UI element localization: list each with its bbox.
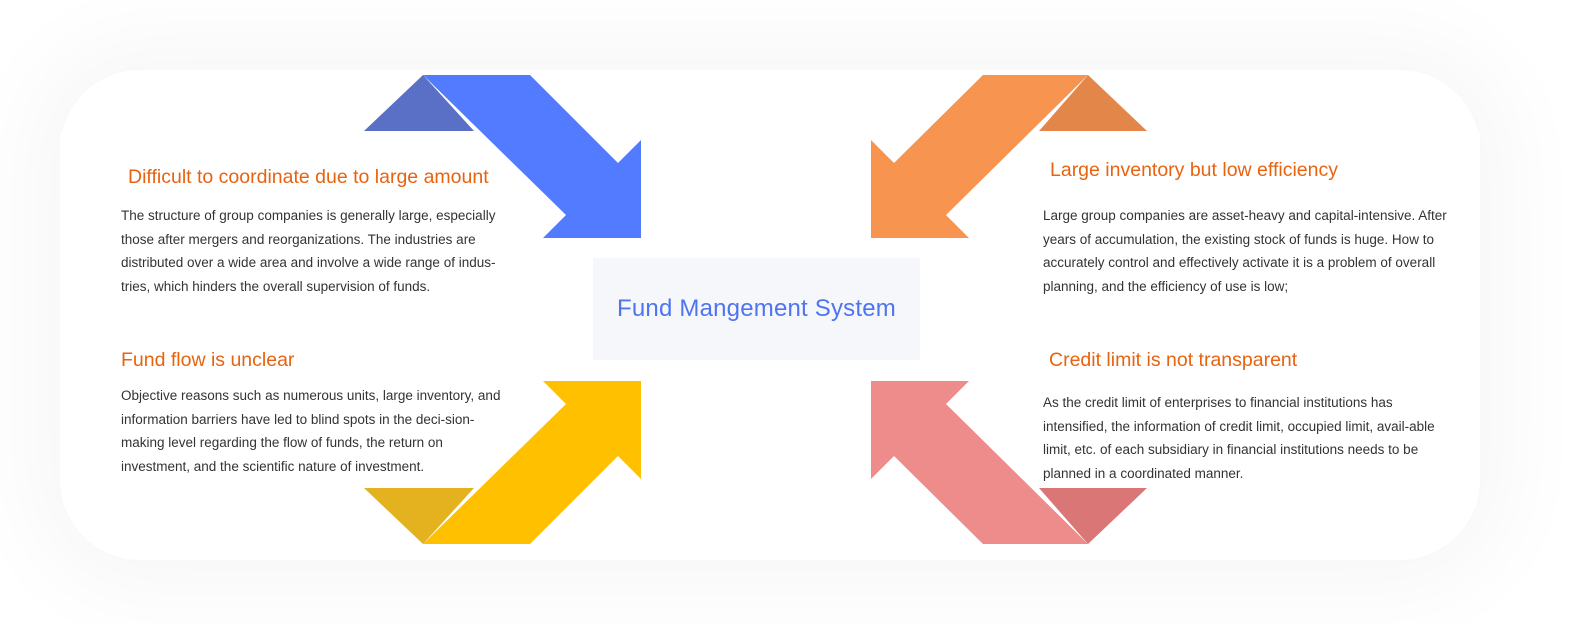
block-title: Credit limit is not transparent (1049, 349, 1298, 371)
arrow-fold (364, 488, 474, 544)
arrow-down-left-icon (871, 75, 1147, 238)
arrow-body (423, 75, 641, 238)
block-title: Difficult to coordinate due to large amo… (128, 166, 489, 188)
block-text: The structure of group companies is gene… (121, 208, 496, 294)
arrow-fold (1039, 488, 1147, 544)
block-text: Large group companies are asset-heavy an… (1043, 208, 1447, 294)
center-box: Fund Mangement System (593, 258, 920, 360)
block-bottom-left: Fund flow is unclear Objective reasons s… (121, 349, 501, 478)
arrow-fold (364, 75, 474, 131)
arrow-body (871, 75, 1088, 238)
arrow-up-left-icon (871, 381, 1147, 544)
block-title: Large inventory but low efficiency (1050, 159, 1338, 181)
arrow-up-right-icon (364, 381, 641, 544)
block-top-right: Large inventory but low efficiency Large… (1043, 159, 1453, 298)
arrow-down-right-icon (364, 75, 641, 238)
block-text: Objective reasons such as numerous units… (121, 388, 501, 474)
block-text: As the credit limit of enterprises to fi… (1043, 395, 1435, 481)
block-top-left: Difficult to coordinate due to large amo… (121, 166, 521, 298)
arrow-body (423, 381, 641, 544)
block-bottom-right: Credit limit is not transparent As the c… (1043, 349, 1443, 485)
arrow-fold (1039, 75, 1147, 131)
block-title: Fund flow is unclear (121, 349, 295, 371)
center-title: Fund Mangement System (617, 295, 896, 322)
arrow-body (871, 381, 1088, 544)
